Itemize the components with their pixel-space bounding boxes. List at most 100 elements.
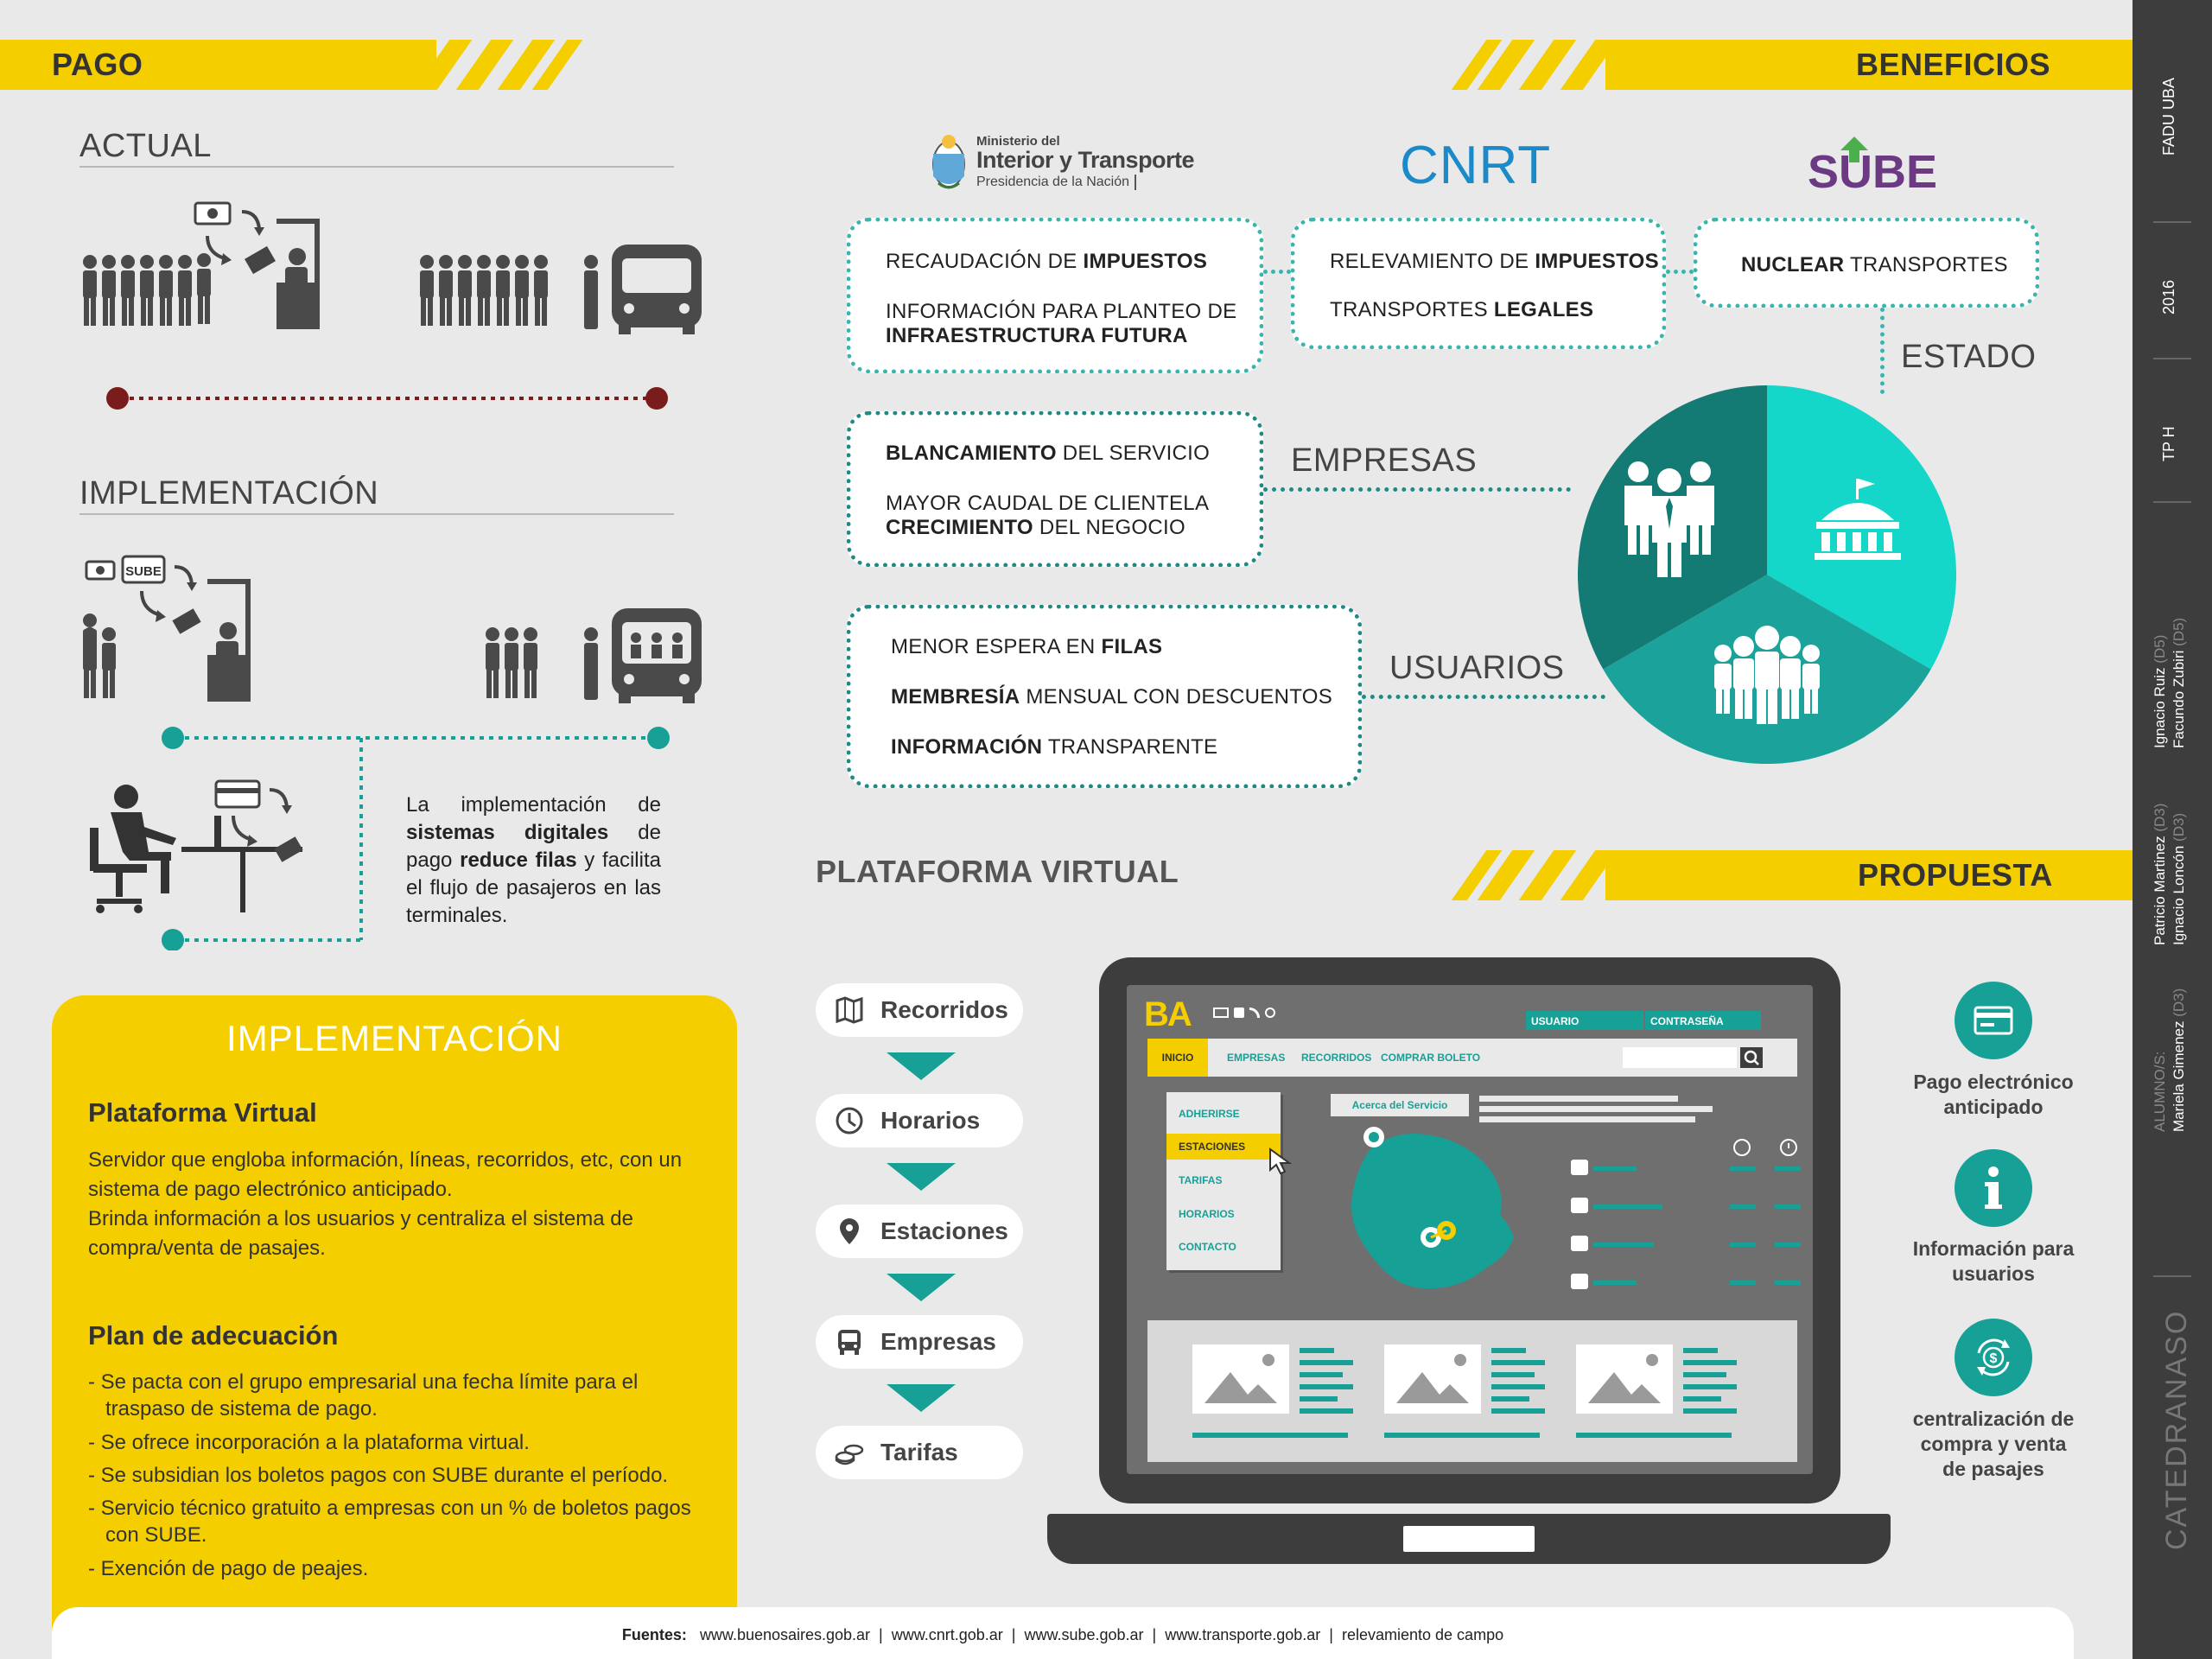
contrasena-field[interactable]: CONTRASEÑA [1645, 1011, 1761, 1030]
rss-icon[interactable] [1249, 1007, 1260, 1018]
top-icons [1213, 1007, 1275, 1018]
text-line [1479, 1096, 1678, 1102]
sube-benefits-box: NUCLEAR TRANSPORTES [1694, 218, 2039, 308]
propuesta-refresh-icon: $ [1955, 1319, 2032, 1396]
computer-user-illustration [90, 779, 303, 913]
image-cards [1192, 1344, 1737, 1438]
tph-label: TP H [2160, 426, 2177, 461]
people-queue-icon [83, 253, 211, 326]
menu-recorridos[interactable]: RECORRIDOS [1301, 1052, 1372, 1064]
nav-empresas[interactable]: Empresas [816, 1315, 1023, 1369]
main-menu: INICIO EMPRESAS RECORRIDOS COMPRAR BOLET… [1147, 1039, 1797, 1077]
side-menu: ADHERIRSE ESTACIONES TARIFAS HORARIOS CO… [1166, 1092, 1281, 1270]
people-queue-icon [486, 627, 537, 698]
nav-recorridos[interactable]: Recorridos [816, 983, 1023, 1037]
ticket-booth-icon [276, 219, 320, 329]
nav-horarios[interactable]: Horarios [816, 1094, 1023, 1147]
sources-footer: Fuentes: www.buenosaires.gob.ar | www.cn… [52, 1607, 2074, 1659]
bus-icon [584, 245, 702, 334]
plan-item: - Servicio técnico gratuito a empresas c… [88, 1497, 691, 1547]
site-search-button[interactable] [1740, 1047, 1763, 1068]
search-icon [1744, 1050, 1759, 1065]
search-small-icon[interactable] [1265, 1007, 1275, 1018]
estado-label: ESTADO [1901, 339, 2037, 375]
connector-line [1666, 270, 1694, 274]
side-menu-tarifas[interactable]: TARIFAS [1179, 1174, 1223, 1186]
empresas-label: EMPRESAS [1291, 442, 1478, 479]
bus-icon [838, 1330, 861, 1355]
side-menu-contacto[interactable]: CONTACTO [1179, 1241, 1236, 1253]
cnrt-benefits-box: RELEVAMIENTO DE IMPUESTOS TRANSPORTES LE… [1291, 218, 1666, 349]
menu-inicio[interactable]: INICIO [1147, 1039, 1208, 1077]
stakeholder-pie [1578, 385, 1956, 764]
pin-icon [840, 1218, 859, 1244]
empresas-connector [1263, 487, 1571, 492]
alumno-4: Ignacio Loncón (D3) [2171, 812, 2187, 945]
city-map [1351, 1127, 1514, 1289]
implementacion-heading: IMPLEMENTACIÓN [79, 475, 379, 512]
svg-text:$: $ [1990, 1351, 1998, 1366]
side-menu-highlight [1166, 1134, 1281, 1160]
ticket-booth-icon [207, 579, 251, 702]
fadu-label: FADU UBA [2160, 77, 2177, 156]
nav-estaciones[interactable]: Estaciones [816, 1205, 1023, 1258]
propuesta-card-icon [1955, 982, 2032, 1059]
alumno-5: Mariela Gimenez (D3) [2171, 988, 2187, 1132]
usuarios-connector [1362, 695, 1605, 699]
site-search-input[interactable] [1623, 1047, 1737, 1068]
government-building-icon [1815, 479, 1901, 560]
people-queue-icon [83, 613, 116, 698]
implementacion-rule [79, 513, 674, 515]
plan-title: Plan de adecuación [88, 1320, 339, 1351]
refresh-dollar-icon: $ [1977, 1338, 2010, 1376]
alumno-2: Facundo Zubiri (D5) [2171, 617, 2187, 748]
year-label: 2016 [2160, 279, 2177, 315]
actual-heading: ACTUAL [79, 128, 212, 164]
divider [2153, 221, 2191, 223]
plan-item: - Se ofrece incorporación a la plataform… [88, 1431, 530, 1454]
argentina-seal-icon [932, 135, 965, 189]
schedule-table [1571, 1139, 1801, 1289]
propuesta-band [1605, 850, 2133, 900]
card-icon [1974, 1006, 2013, 1035]
propuesta-title: PROPUESTA [1858, 857, 2053, 893]
credits-sidebar: FADU UBA 2016 TP H Ignacio Ruiz (D5) Fac… [2133, 0, 2212, 1659]
empresas-benefits-box: BLANCAMIENTO DEL SERVICIO MAYOR CAUDAL D… [847, 411, 1263, 567]
usuario-field[interactable]: USUARIO [1526, 1011, 1643, 1030]
connector-line [1263, 270, 1291, 274]
menu-empresas[interactable]: EMPRESAS [1227, 1052, 1286, 1064]
arrow-down-icon [887, 1163, 956, 1191]
sube-arrow-icon [1840, 137, 1869, 162]
business-people-icon [1624, 461, 1714, 577]
pv-title: Plataforma Virtual [88, 1097, 317, 1128]
implementacion-timeline [162, 727, 670, 950]
nav-tarifas[interactable]: Tarifas [816, 1426, 1023, 1479]
usuarios-benefits-box: MENOR ESPERA EN FILAS MEMBRESÍA MENSUAL … [847, 605, 1362, 788]
side-menu-adherirse[interactable]: ADHERIRSE [1179, 1108, 1240, 1120]
coins-icon [835, 1444, 864, 1465]
money-sube-exchange-icon: SUBE [85, 555, 201, 634]
side-menu-horarios[interactable]: HORARIOS [1179, 1208, 1235, 1220]
arrow-down-icon [887, 1384, 956, 1412]
users-icon [1714, 626, 1820, 724]
side-menu-estaciones[interactable]: ESTACIONES [1179, 1141, 1246, 1153]
laptop-screen: BA USUARIO CONTRASEÑA INICIO EMPRESAS RE… [1127, 985, 1813, 1474]
lock-icon[interactable] [1234, 1007, 1244, 1018]
mail-icon[interactable] [1213, 1007, 1229, 1018]
arrow-down-icon [887, 1052, 956, 1080]
propuesta-info-icon [1955, 1149, 2032, 1227]
beneficios-band [1605, 40, 2133, 90]
panel-title: IMPLEMENTACIÓN [226, 1018, 563, 1058]
sources-label: Fuentes: [621, 1626, 687, 1643]
cursor-icon [1269, 1147, 1293, 1175]
acerca-del-servicio-button[interactable]: Acerca del Servicio [1331, 1094, 1469, 1116]
ministerio-benefits-box: RECAUDACIÓN DE IMPUESTOS INFORMACIÓN PAR… [847, 218, 1263, 373]
actual-queue-illustration [83, 201, 702, 334]
sube-badge-text: SUBE [125, 564, 162, 579]
bus-passengers-icon [584, 608, 702, 703]
plan-item: - Exención de pago de peajes. [88, 1557, 369, 1580]
menu-comprar-boleto[interactable]: COMPRAR BOLETO [1381, 1052, 1481, 1064]
